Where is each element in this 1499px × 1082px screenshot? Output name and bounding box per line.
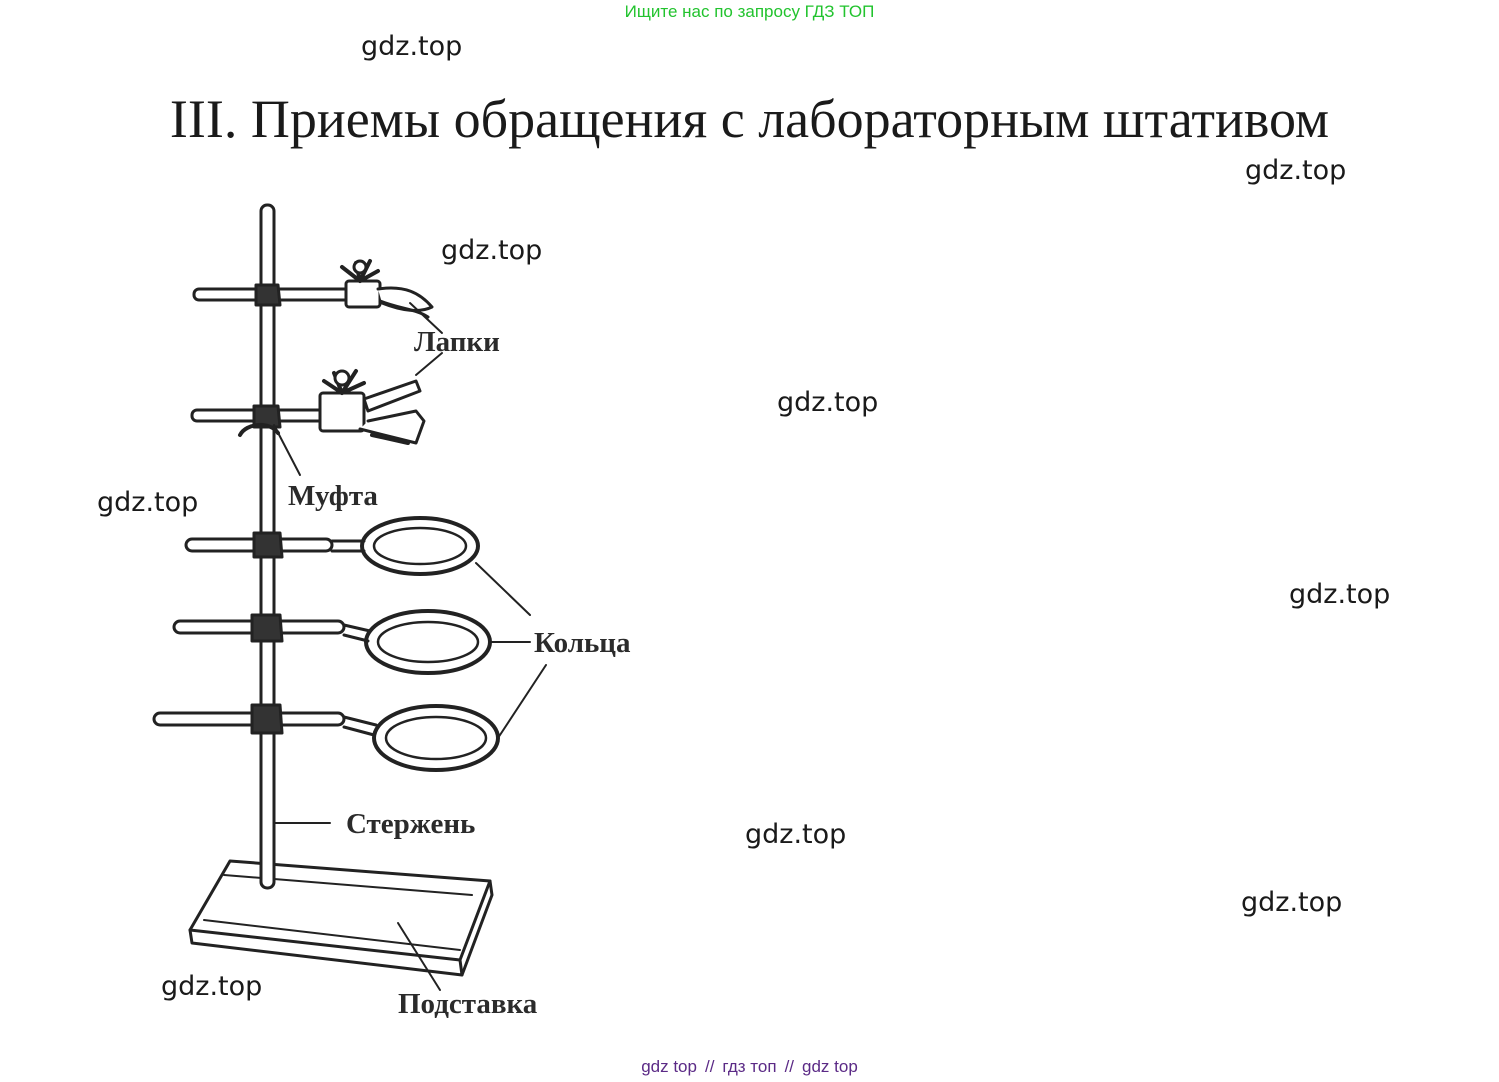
watermark: gdz.top xyxy=(97,487,199,518)
ring-upper xyxy=(184,516,480,576)
watermark: gdz.top xyxy=(1289,579,1391,610)
label-clamp: Муфта xyxy=(288,480,378,512)
footer-links: gdz top // гдз топ // gdz top xyxy=(0,1056,1499,1078)
watermark: gdz.top xyxy=(1241,887,1343,918)
stand-base xyxy=(188,859,494,977)
footer-link-gdz-top-ru[interactable]: гдз топ xyxy=(722,1057,777,1076)
ring-lower xyxy=(152,703,500,772)
watermark: gdz.top xyxy=(161,971,263,1002)
lab-stand-drawing: Лапки Муфта Кольца Стержень Подставка xyxy=(152,203,631,1020)
label-claws: Лапки xyxy=(414,326,500,358)
top-banner[interactable]: Ищите нас по запросу ГДЗ ТОП xyxy=(624,2,875,21)
footer-link-gdz-top-2[interactable]: gdz top xyxy=(802,1057,858,1076)
watermark: gdz.top xyxy=(1245,155,1347,186)
footer-separator: // xyxy=(784,1057,795,1076)
label-base: Подставка xyxy=(398,988,538,1020)
watermark: gdz.top xyxy=(361,31,463,62)
footer-separator: // xyxy=(704,1057,715,1076)
watermark: gdz.top xyxy=(441,235,543,266)
ring-middle xyxy=(172,609,492,675)
watermark: gdz.top xyxy=(777,387,879,418)
leader-lines xyxy=(273,302,547,991)
page-title: III. Приемы обращения с лабораторным шта… xyxy=(169,89,1330,149)
lab-stand-diagram: Лапки Муфта Кольца Стержень Подставка xyxy=(120,185,680,1035)
label-rings: Кольца xyxy=(534,627,631,659)
claw-lower xyxy=(190,369,426,445)
watermark: gdz.top xyxy=(745,819,847,850)
footer-link-gdz-top[interactable]: gdz top xyxy=(641,1057,697,1076)
claw-upper xyxy=(192,259,434,319)
label-rod: Стержень xyxy=(346,808,475,840)
